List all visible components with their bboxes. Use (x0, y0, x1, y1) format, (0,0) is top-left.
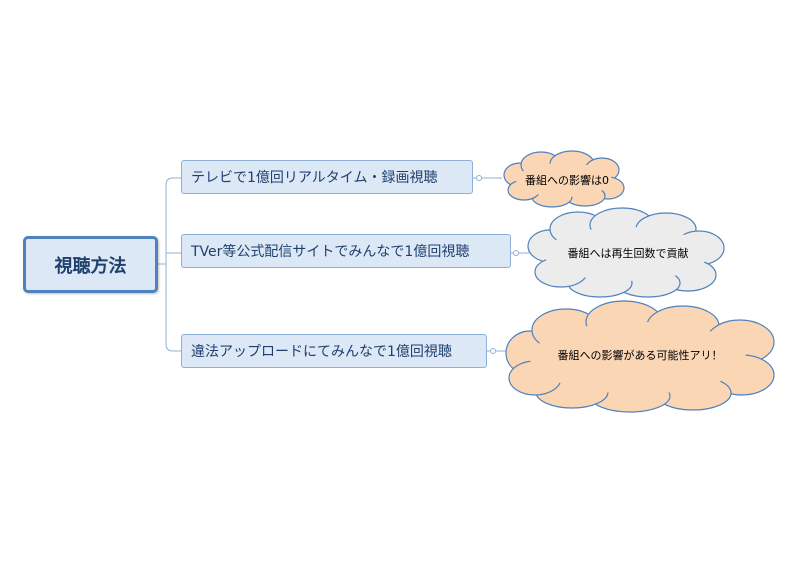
connector-dot-3 (490, 348, 496, 354)
cloud-note-1-core (516, 163, 612, 197)
cloud-note-3-text: 番組への影響がある可能性アリ！ (557, 349, 723, 362)
connector-dot-2 (513, 250, 519, 256)
cloud-note-2-core (544, 227, 708, 281)
branch-node-3-label: 違法アップロードにてみんなで1億回視聴 (191, 344, 452, 360)
cloud-note-2[interactable] (527, 207, 725, 298)
branch-node-2-label: TVer等公式配信サイトでみんなで1億回視聴 (191, 244, 470, 260)
connector-dots (476, 175, 519, 354)
cloud-note-1[interactable] (503, 150, 625, 208)
cloud-note-1-text: 番組への影響は0 (525, 174, 609, 187)
root-node[interactable]: 視聴方法 (23, 236, 158, 293)
connector-branch-2 (158, 252, 181, 265)
branch-node-3[interactable]: 違法アップロードにてみんなで1億回視聴 (181, 334, 487, 368)
branch-node-1[interactable]: テレビで1億回リアルタイム・録画視聴 (181, 160, 473, 194)
connector-branch-3 (158, 263, 181, 352)
cloud-note-3[interactable] (505, 300, 775, 413)
root-connectors (158, 177, 181, 352)
connector-branch-1 (158, 177, 181, 265)
branch-node-2[interactable]: TVer等公式配信サイトでみんなで1億回視聴 (181, 234, 511, 268)
cloud-note-3-core (530, 322, 746, 394)
connector-dot-1 (476, 175, 482, 181)
cloud-note-2-text: 番組へは再生回数で貢献 (567, 247, 689, 260)
branch-node-1-label: テレビで1億回リアルタイム・録画視聴 (191, 170, 438, 186)
